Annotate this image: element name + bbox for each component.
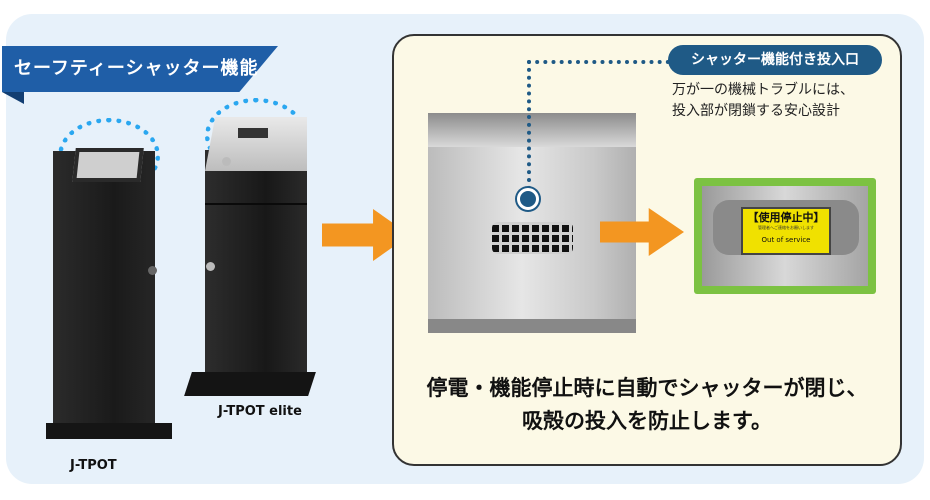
callout-leader-horizontal — [527, 60, 670, 64]
j-tpot-elite-lock-icon — [222, 157, 231, 166]
caption-line1: 停電・機能停止時に自動でシャッターが閉じ、 — [426, 376, 868, 400]
feature-caption: 停電・機能停止時に自動でシャッターが閉じ、 吸殻の投入を防止します。 — [392, 372, 902, 438]
callout-pin-icon — [517, 188, 539, 210]
shutter-grill — [492, 222, 573, 254]
inlet-hood — [428, 113, 636, 147]
j-tpot-elite-hood — [205, 117, 307, 171]
j-tpot-elite-door-seam — [205, 203, 307, 205]
banner-title: セーフティーシャッター機能 — [14, 58, 259, 79]
j-tpot-elite-handle-icon — [206, 262, 215, 271]
j-tpot-body — [53, 151, 155, 433]
out-of-service-notice — [741, 207, 831, 255]
j-tpot-elite-slot — [238, 128, 268, 138]
j-tpot-elite-label: J-TPOT elite — [218, 404, 302, 419]
caption-line2: 吸殻の投入を防止します。 — [522, 409, 772, 433]
j-tpot-latch-icon — [148, 266, 157, 275]
notice-title: 【使用停止中】 — [747, 211, 825, 224]
callout-description-line1: 万が一の機械トラブルには、 — [672, 82, 854, 98]
j-tpot-label: J-TPOT — [70, 458, 117, 473]
title-banner — [2, 46, 278, 92]
callout-description-line2: 投入部が閉鎖する安心設計 — [672, 103, 840, 119]
inlet-bottom-edge — [428, 319, 636, 333]
j-tpot-inlet — [72, 148, 144, 182]
j-tpot-elite-base — [184, 372, 316, 396]
j-tpot-base — [46, 423, 172, 439]
notice-subtext: 管理者へご連絡をお願いします — [758, 225, 814, 230]
callout-leader-vertical — [527, 60, 531, 190]
callout-tag: シャッター機能付き投入口 — [668, 45, 882, 75]
callout-description: 万が一の機械トラブルには、 投入部が閉鎖する安心設計 — [672, 80, 884, 122]
j-tpot-elite-body — [205, 150, 307, 380]
notice-english: Out of service — [761, 236, 811, 244]
